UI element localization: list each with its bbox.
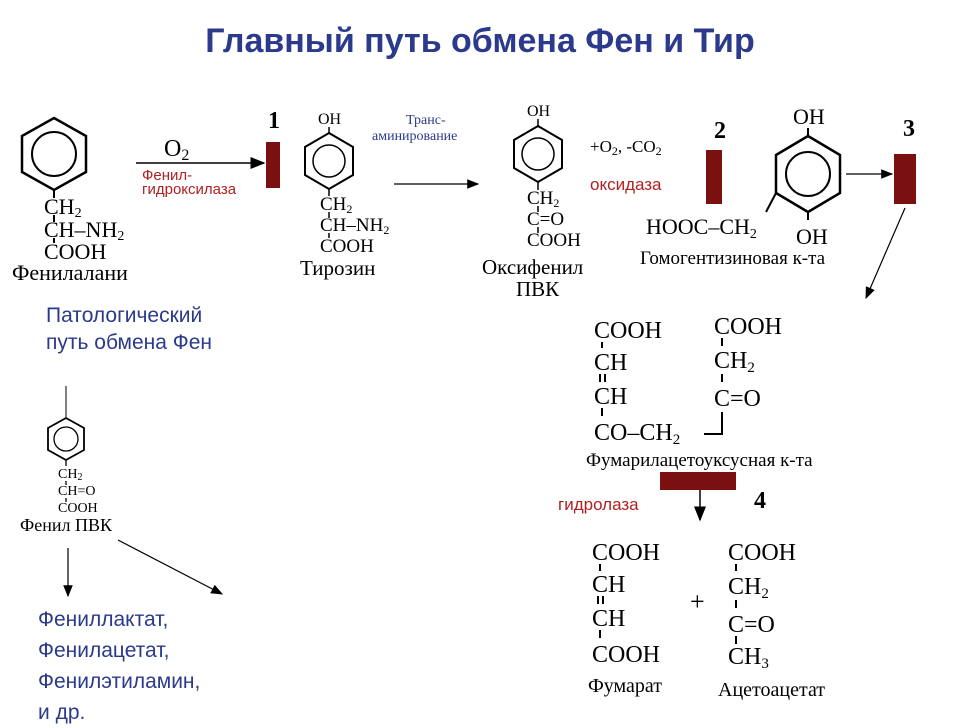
reaction-arrow-3-down [865, 207, 906, 300]
compound-name-phenyl-pvk: Фенил ПВК [20, 515, 113, 535]
formula-r1: COOH [728, 540, 796, 566]
formula-l2: CH [592, 572, 625, 598]
formula-cooh: COOH [320, 236, 374, 257]
pathology-heading-line2: путь обмена Фен [46, 331, 212, 354]
compound-name-fumarylacetoacetic: Фумарилацетоуксусная к-та [586, 450, 813, 471]
pathology-heading: Патологический путь обмена Фен [46, 302, 212, 356]
compound-name-fumarate: Фумарат [588, 675, 662, 697]
pathology-product: Фенилацетат, [38, 639, 170, 662]
formula-r2: CH2 [728, 574, 769, 602]
pathology-product: и др. [38, 701, 86, 724]
compound-name-oxyphenyl-line2: ПВК [516, 277, 560, 301]
aromatic-circle [312, 144, 346, 178]
benzene-ring [304, 131, 354, 191]
formula-l1: COOH [592, 540, 660, 566]
compound-name-oxyphenyl-line1: Оксифенил [482, 255, 583, 279]
compound-name-acetoacetate: Ацетоацетат [718, 679, 825, 701]
oxyphenyl-pvk-structure: OH CH2 C=O COOH Оксифенил ПВК [482, 103, 583, 301]
aromatic-circle [31, 131, 77, 177]
homogentisic-acid-structure: OH OH HOOC–CH2 Гомогентизиновая к-та [640, 104, 842, 269]
enzyme-block-3 [894, 154, 916, 204]
pathology-products: Фениллактат, Фенилацетат, Фенилэтиламин,… [38, 604, 200, 728]
compound-name-tyrosine: Тирозин [300, 256, 375, 280]
phenylalanine-structure: CH2 CH–NH2 COOH Фенилалани [12, 116, 128, 285]
enzyme-phenylhydroxylase-line1: Фенил- [142, 167, 192, 184]
enzyme-phenylhydroxylase-line2: гидроксилаза [142, 181, 237, 198]
phenyl-pvk-structure: CH2 CH=O COOH Фенил ПВК [20, 386, 113, 535]
fumarylacetoacetic-structure: COOH CH CH CO–CH2 COOH CH2 C=O Фумарилац… [586, 314, 813, 471]
formula-ch2: CH2 [527, 188, 559, 210]
formula-l1: COOH [594, 318, 662, 344]
transamination-line1: Транс- [406, 113, 446, 128]
formula-chnh2: CH–NH2 [44, 217, 124, 244]
formula-l2: CH [594, 350, 627, 376]
enzyme-block-1 [266, 142, 280, 188]
formula-co: CH=O [58, 484, 95, 499]
formula-cooh: COOH [58, 501, 98, 516]
formula-l3: CH [592, 606, 625, 632]
cofactor-o2: O2 [164, 136, 189, 164]
hydroxyl-bottom: OH [796, 224, 828, 249]
transamination-line2: аминирование [372, 129, 457, 144]
formula-ch2: CH2 [44, 194, 82, 221]
formula-hooc-ch2: HOOC–CH2 [646, 214, 757, 242]
pathology-product: Фенилэтиламин, [38, 670, 201, 693]
acetoacetate-structure: COOH CH2 C=O CH3 Ацетоацетат [718, 540, 825, 701]
compound-name-homogentisic: Гомогентизиновая к-та [640, 248, 826, 269]
aromatic-circle [521, 137, 555, 171]
formula-r3: C=O [728, 612, 775, 638]
formula-r1: COOH [714, 314, 782, 340]
formula-cooh: COOH [527, 230, 581, 251]
step-number-1: 1 [268, 108, 280, 134]
compound-name-phenylalanine: Фенилалани [12, 260, 128, 285]
pathology-heading-line1: Патологический [46, 304, 203, 327]
formula-r2: CH2 [714, 348, 755, 376]
formula-ch2: CH2 [58, 467, 82, 483]
enzyme-block-4 [660, 472, 736, 490]
enzyme-block-2 [706, 150, 722, 204]
hydroxyl-top: OH [793, 104, 825, 129]
bond-connector [704, 412, 723, 435]
enzyme-hydrolase: гидролаза [558, 495, 639, 514]
benzene-ring [513, 124, 563, 184]
aromatic-circle [785, 151, 831, 197]
step-number-3: 3 [903, 116, 915, 142]
step-number-2: 2 [714, 118, 726, 144]
formula-ch2: CH2 [320, 194, 352, 216]
plus-sign: + [690, 587, 705, 616]
aromatic-circle [53, 426, 79, 452]
pathology-product: Фениллактат, [38, 608, 169, 631]
formula-l3: CH [594, 384, 627, 410]
tyrosine-structure: OH CH2 CH–NH2 COOH Тирозин [300, 111, 389, 280]
formula-r3: C=O [714, 386, 761, 412]
enzyme-oxidase: оксидаза [590, 175, 662, 194]
slide-title: Главный путь обмена Фен и Тир [205, 22, 755, 60]
hydroxyl-label: OH [527, 103, 551, 120]
fumarate-structure: COOH CH CH COOH Фумарат [588, 540, 662, 697]
hydroxyl-label: OH [318, 111, 342, 128]
formula-r4: CH3 [728, 644, 769, 672]
formula-chnh2: CH–NH2 [320, 215, 389, 237]
reaction2-conditions: +O2, -CO2 [590, 137, 662, 158]
formula-l4: CO–CH2 [594, 420, 680, 448]
step-number-4: 4 [754, 488, 766, 514]
formula-l4: COOH [592, 642, 660, 668]
formula-co: C=O [527, 209, 564, 230]
pathology-arrow-diagonal [117, 539, 224, 595]
formula-cooh: COOH [44, 239, 106, 264]
